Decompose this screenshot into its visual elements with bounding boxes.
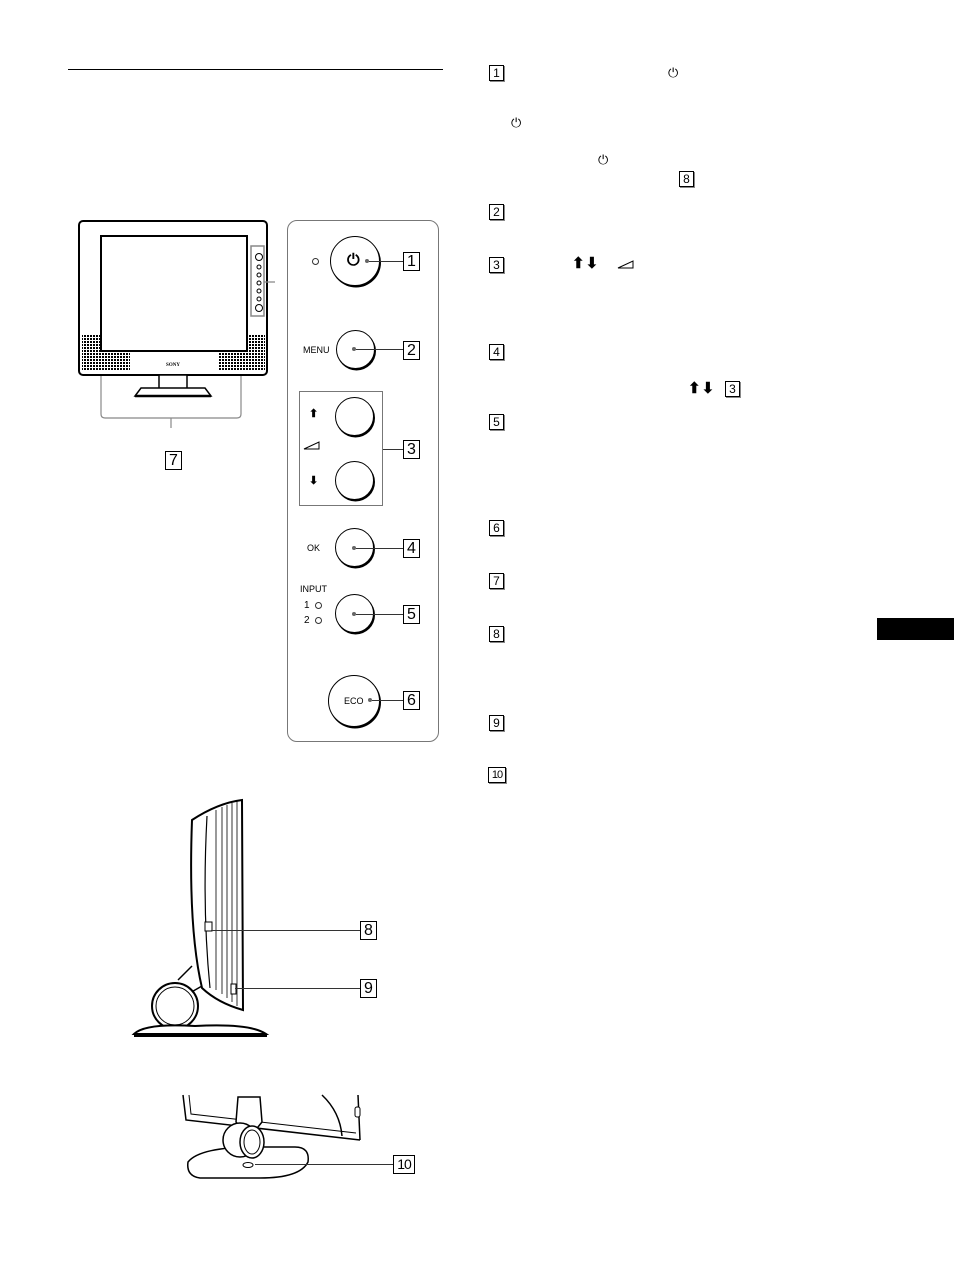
legend-num-5: 5 (489, 414, 504, 430)
legend-num-9: 9 (489, 715, 504, 731)
pointer-dot (368, 698, 372, 702)
section-side-tab (877, 618, 954, 640)
down-arrow-icon: ⬇ (309, 475, 319, 487)
power-indicator-led (312, 258, 319, 265)
legend-num-1: 1 (489, 65, 504, 81)
up-arrow-icon: ⬆ (309, 408, 319, 420)
menu-label: MENU (303, 345, 330, 355)
callout-8: 8 (360, 921, 377, 940)
leader-line (356, 349, 403, 350)
leader-line (235, 988, 360, 989)
legend-num-4: 4 (489, 344, 504, 360)
pointer-dot (352, 612, 356, 616)
up-down-arrows-icon: ⬆⬇ (688, 380, 716, 397)
power-icon: ⏻ (598, 152, 609, 167)
pointer-dot (365, 259, 369, 263)
monitor-side-drawing (131, 798, 270, 1037)
down-button[interactable] (335, 461, 374, 500)
up-button[interactable] (335, 397, 374, 436)
callout-3: 3 (403, 440, 420, 459)
pointer-dot (352, 546, 356, 550)
pointer-dot (352, 347, 356, 351)
header-rule (68, 69, 443, 70)
legend-ref-8: 8 (679, 171, 694, 187)
input-1-led (315, 602, 322, 609)
volume-group-frame (299, 391, 383, 506)
legend-num-8: 8 (489, 626, 504, 642)
legend-num-10: 10 (488, 767, 506, 783)
legend-num-2: 2 (489, 204, 504, 220)
power-icon: ⏻ (668, 65, 679, 80)
monitor-stand-drawing (182, 1094, 361, 1179)
callout-10: 10 (393, 1155, 415, 1174)
volume-icon (303, 441, 320, 450)
legend-ref-3: 3 (725, 381, 740, 397)
leader-line (383, 449, 403, 450)
leader-line (211, 930, 360, 931)
leader-line (369, 261, 403, 262)
callout-9: 9 (360, 979, 377, 998)
leader-line (372, 700, 403, 701)
ok-label: OK (307, 543, 321, 553)
up-down-arrows-icon: ⬆⬇ (572, 255, 600, 272)
input-1-label: 1 (304, 600, 310, 611)
callout-1: 1 (403, 252, 420, 271)
monitor-front-drawing: SONY (78, 220, 275, 428)
input-2-led (315, 617, 322, 624)
input-2-label: 2 (304, 615, 310, 626)
callout-5: 5 (403, 605, 420, 624)
callout-6: 6 (403, 691, 420, 710)
control-panel-detail (287, 220, 439, 742)
power-icon: ⏻ (347, 252, 360, 269)
legend-num-6: 6 (489, 520, 504, 536)
leader-line (356, 548, 403, 549)
legend-num-3: 3 (489, 257, 504, 273)
volume-icon (617, 260, 634, 269)
input-label: INPUT (300, 584, 327, 594)
callout-4: 4 (403, 539, 420, 558)
brand-logo: SONY (166, 363, 180, 368)
legend-num-7: 7 (489, 573, 504, 589)
eco-label: ECO (344, 696, 364, 706)
leader-line (255, 1164, 393, 1165)
power-icon: ⏻ (511, 115, 522, 130)
leader-line (356, 614, 403, 615)
callout-7: 7 (165, 451, 182, 470)
callout-2: 2 (403, 341, 420, 360)
